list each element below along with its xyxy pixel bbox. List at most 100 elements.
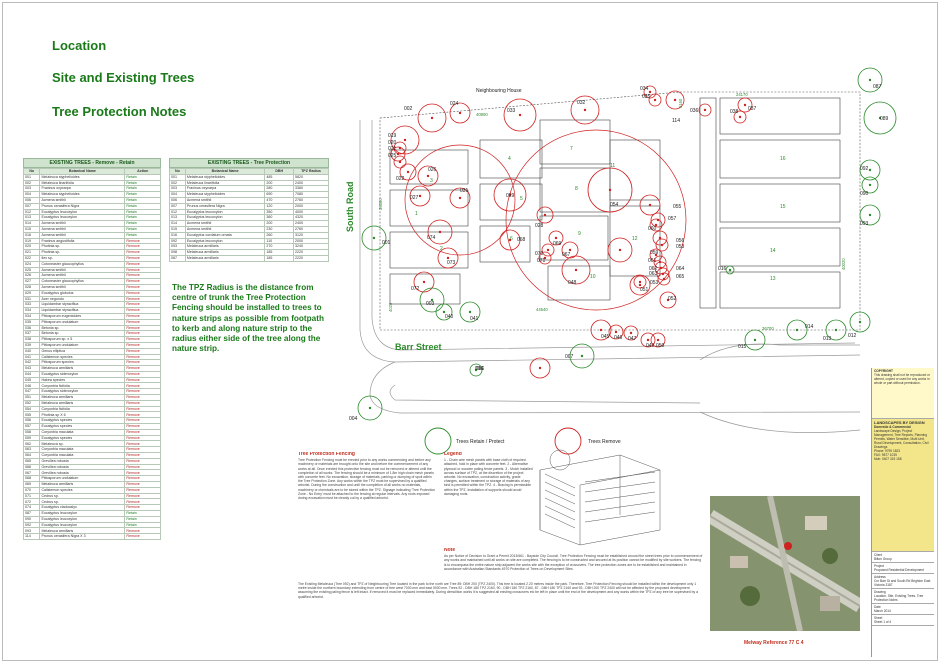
remove-table-row-cell: 013 xyxy=(22,214,41,222)
tree-trunk-dot xyxy=(728,268,732,272)
legend-notes: Legend 1 - Chain wire mesh panels with b… xyxy=(444,452,534,547)
tree-remove-circle xyxy=(503,98,537,132)
remove-table-row-cell: 002 xyxy=(22,179,41,187)
bottom-notes-body: The Existing Melaleuca (Tree 092) and TP… xyxy=(298,582,698,599)
tree-remove-circle xyxy=(541,243,555,257)
tree-remove-circle xyxy=(639,194,661,216)
tree-trunk-dot xyxy=(468,310,472,314)
sheet-label: Sheet xyxy=(874,616,883,620)
tree-trunk-dot xyxy=(568,248,572,252)
tree-label: 069 xyxy=(553,241,562,247)
tree-label: 035 xyxy=(642,94,651,100)
tree-label: 061 xyxy=(648,258,657,264)
legend-remove-label: Trees Remove xyxy=(588,439,621,445)
remove-table-row-cell: Retain xyxy=(124,515,161,523)
tree-label: 037 xyxy=(748,106,757,112)
remove-table-row-cell: Melaleuca armillaris xyxy=(39,527,126,535)
tpz-table-row-cell: Melaleuca armillaris xyxy=(184,254,266,262)
tree-label: 062 xyxy=(649,266,658,272)
tree-label: 002 xyxy=(404,106,413,112)
tree-trunk-dot xyxy=(458,196,462,200)
tree-label: 020 xyxy=(388,140,397,146)
tree-trunk-dot xyxy=(648,203,652,207)
tpz-table-row-cell: 2400 xyxy=(293,220,329,227)
tpz-table-header-name: Botanical Name xyxy=(184,168,266,175)
tree-remove-circle xyxy=(649,218,663,232)
tree-label: 004 xyxy=(349,416,358,422)
unit-number: 16 xyxy=(780,156,786,162)
tree-retain-circle xyxy=(459,301,481,323)
tree-label: 034 xyxy=(640,86,649,92)
tree-remove-circle xyxy=(399,163,417,181)
remove-table-row-cell: Retain xyxy=(124,185,161,193)
tree-trunk-dot xyxy=(653,98,657,102)
unit-number: 4 xyxy=(508,156,511,162)
tree-trunk-dot xyxy=(656,338,660,342)
tpz-table-row-cell: Acmena smithii xyxy=(184,220,266,227)
remove-table-row-cell: Melaleuca styphelioides xyxy=(39,173,126,181)
tree-trunk-dot xyxy=(403,138,407,142)
tpz-table-row-cell: Melaleuca armillaris xyxy=(184,249,266,256)
remove-table-row-cell: Melaleuca styphelioides xyxy=(39,191,126,198)
remove-table-row-cell: Eucalyptus leucoxylon xyxy=(39,214,126,222)
tree-retain-circle xyxy=(419,287,445,313)
tree-trunk-dot xyxy=(868,168,872,172)
tree-remove-circle xyxy=(427,219,453,245)
remove-table-row-cell: Eucalyptus leucoxylon xyxy=(39,510,126,517)
tree-remove-circle xyxy=(649,248,663,262)
address-box: Address Cnr Barr St and South Rd Brighto… xyxy=(872,574,934,589)
remove-table-row-cell: 004 xyxy=(22,191,41,198)
tree-remove-circle xyxy=(449,102,471,124)
tpz-table-row-cell: Melaleuca armillaris xyxy=(184,243,266,251)
tree-retain-circle xyxy=(859,159,881,181)
remove-table-row-cell: Remove xyxy=(124,243,161,251)
tree-label: 012 xyxy=(848,333,857,339)
company-fax: FAX: 9877 1035 xyxy=(874,453,897,457)
tree-trunk-dot xyxy=(629,331,633,335)
heading-site-trees: Site and Existing Trees xyxy=(52,70,195,85)
tree-remove-circle xyxy=(437,247,459,269)
remove-table-row-cell: 003 xyxy=(22,185,41,193)
client-box: Client Bilton Group xyxy=(872,552,934,563)
tree-label: 038 xyxy=(730,109,739,115)
tree-remove-circle xyxy=(698,103,712,117)
remove-table-row-cell: Melaleuca linariifolia xyxy=(39,179,126,187)
tree-label: 087 xyxy=(873,84,882,90)
tree-label: 026 xyxy=(428,167,437,173)
tpz-table-row-cell: 2760 xyxy=(293,197,329,204)
tree-label: 013 xyxy=(823,336,832,342)
tree-label: 068 xyxy=(517,237,526,243)
date-box: Date March 2014 xyxy=(872,604,934,615)
tree-remove-circle xyxy=(633,275,647,289)
tree-label: 092 xyxy=(860,166,869,172)
drawing-label: Drawing xyxy=(874,590,886,594)
tree-remove-circle xyxy=(629,274,651,296)
remove-table-row-cell: 016 xyxy=(22,231,41,239)
tree-label: 028 xyxy=(535,223,544,229)
tree-trunk-dot xyxy=(868,183,872,187)
remove-table-row-cell: Acmena smithii xyxy=(39,225,126,233)
tree-trunk-dot xyxy=(666,298,670,302)
tree-remove-circle xyxy=(570,95,600,125)
tree-label: 021 xyxy=(388,146,397,152)
tree-label: 032 xyxy=(577,100,586,106)
remove-table-row-cell: Retain xyxy=(124,208,161,216)
tree-trunk-dot xyxy=(614,330,618,334)
remove-table-row-cell: Eucalyptus leucoxylon xyxy=(39,521,126,529)
dimension-label: 4020 xyxy=(388,302,393,312)
tree-label: 093 xyxy=(860,221,869,227)
tree-label: 041 xyxy=(470,316,479,322)
dimension-label: 39300 xyxy=(378,198,383,210)
tree-label: 064 xyxy=(676,266,685,272)
tree-trunk-dot xyxy=(618,248,622,252)
tree-label: 048 xyxy=(568,280,577,286)
remove-table-row-cell: Retain xyxy=(124,510,161,517)
